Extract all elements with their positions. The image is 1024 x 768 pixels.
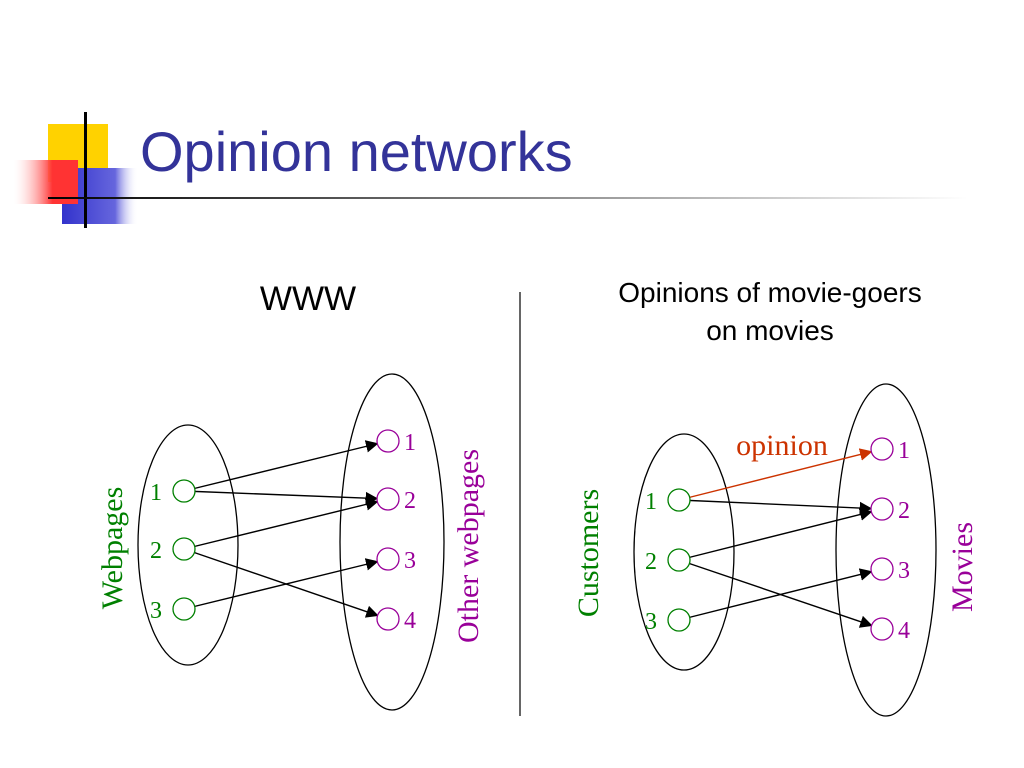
- movies-right-node-circle: [870, 557, 894, 581]
- www-left-node-2: 2: [150, 537, 196, 564]
- www-left-node-circle: [172, 597, 196, 621]
- www-edge-2-to-2: [183, 498, 379, 550]
- www-right-node-1: 1: [376, 429, 416, 456]
- www-right-node-circle: [376, 547, 400, 571]
- www-edge-1-to-2: [183, 490, 379, 505]
- www-left-node-label: 1: [150, 480, 162, 506]
- www-left-set-label: Webpages: [96, 487, 129, 610]
- www-right-node-label: 2: [404, 488, 416, 514]
- www-left-set: [137, 424, 239, 666]
- movies-left-nodes: 1 2 3: [645, 488, 691, 635]
- movies-right-node-4: 4: [870, 617, 910, 644]
- www-left-node-circle: [172, 537, 196, 561]
- title-rule: [48, 197, 968, 199]
- www-left-node-circle: [172, 479, 196, 503]
- www-left-node-label: 3: [150, 598, 162, 624]
- movies-right-node-circle: [870, 617, 894, 641]
- movies-left-node-2: 2: [645, 548, 691, 575]
- movies-right-node-label: 3: [898, 558, 910, 584]
- movies-left-node-1: 1: [645, 488, 691, 515]
- www-right-node-2: 2: [376, 487, 416, 514]
- movies-right-node-label: 2: [898, 498, 910, 524]
- movies-edges: [678, 448, 873, 628]
- www-right-node-circle: [376, 429, 400, 453]
- www-edge-3-to-3: [183, 558, 379, 610]
- www-right-set: [339, 373, 445, 711]
- www-edge-1-to-1: [183, 440, 379, 492]
- www-right-node-3: 3: [376, 547, 416, 574]
- movies-right-node-2: 2: [870, 497, 910, 524]
- deco-red-block: [14, 160, 78, 204]
- deco-vertical-line: [84, 112, 87, 228]
- movies-left-node-circle: [667, 488, 691, 512]
- movies-right-node-3: 3: [870, 557, 910, 584]
- movies-right-node-1: 1: [870, 437, 910, 464]
- www-right-node-circle: [376, 487, 400, 511]
- www-left-node-label: 2: [150, 538, 162, 564]
- www-right-node-circle: [376, 607, 400, 631]
- www-diagram: 1 2 3 1 2 3 4 Webpages Other webpages: [96, 373, 485, 711]
- movies-right-node-circle: [870, 437, 894, 461]
- movies-right-set: [835, 383, 937, 717]
- www-edge-2-to-4: [183, 548, 379, 618]
- movies-edge-2-to-2: [678, 508, 873, 561]
- movies-right-node-circle: [870, 497, 894, 521]
- slide-title: Opinion networks: [140, 120, 573, 183]
- www-right-node-4: 4: [376, 607, 416, 634]
- www-heading: WWW: [259, 280, 357, 318]
- movies-left-node-label: 2: [645, 549, 657, 575]
- movies-edge-2-to-4: [678, 559, 873, 628]
- movies-left-set-label: Customers: [572, 489, 605, 617]
- opinion-edge-label: opinion: [736, 429, 828, 462]
- movies-left-set: [633, 433, 735, 671]
- movies-edge-1-to-1: [678, 448, 873, 501]
- movies-left-node-circle: [667, 548, 691, 572]
- movies-heading-line2: on movies: [706, 315, 834, 346]
- www-left-node-1: 1: [150, 479, 196, 506]
- www-right-set-label: Other webpages: [452, 449, 485, 643]
- movies-heading: Opinions of movie-goers on movies: [560, 274, 980, 350]
- movies-heading-line1: Opinions of movie-goers: [618, 277, 922, 308]
- movies-right-set-label: Movies: [946, 522, 979, 612]
- www-right-node-label: 3: [404, 548, 416, 574]
- movies-right-node-label: 4: [898, 618, 910, 644]
- movies-left-node-label: 3: [645, 609, 657, 635]
- movies-edge-1-to-2: [678, 499, 873, 515]
- movies-left-node-circle: [667, 608, 691, 632]
- www-edges: [183, 440, 379, 618]
- movies-left-node-label: 1: [645, 489, 657, 515]
- www-right-node-label: 1: [404, 430, 416, 456]
- movies-left-node-3: 3: [645, 608, 691, 635]
- movies-right-node-label: 1: [898, 438, 910, 464]
- movies-diagram: 1 2 3 1 2 3 4 Customers Movies opinion: [572, 383, 979, 717]
- www-left-node-3: 3: [150, 597, 196, 624]
- www-right-nodes: 1 2 3 4: [376, 429, 416, 634]
- www-left-nodes: 1 2 3: [150, 479, 196, 624]
- movies-edge-3-to-3: [678, 568, 873, 621]
- movies-right-nodes: 1 2 3 4: [870, 437, 910, 644]
- www-right-node-label: 4: [404, 608, 416, 634]
